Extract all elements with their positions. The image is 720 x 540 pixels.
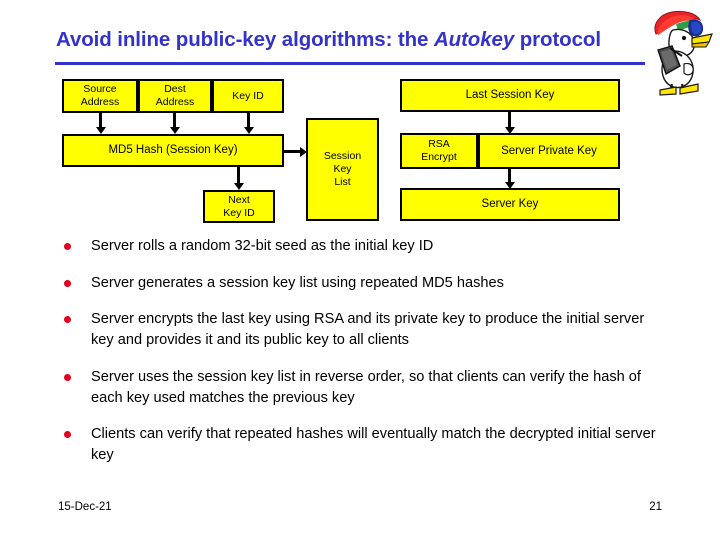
box-next-key-id-label: Next Key ID: [223, 193, 255, 219]
title-text-italic: Autokey: [433, 28, 515, 51]
box-md5-hash: MD5 Hash (Session Key): [62, 134, 284, 167]
box-last-session-key: Last Session Key: [400, 79, 620, 112]
bullet-dot-icon: [64, 243, 71, 250]
page-title: Avoid inline public-key algorithms: the …: [56, 26, 626, 53]
box-rsa-encrypt-label: RSA Encrypt: [421, 138, 457, 163]
list-item-text: Server uses the session key list in reve…: [91, 368, 641, 406]
list-item-text: Server encrypts the last key using RSA a…: [91, 311, 645, 349]
list-item-text: Server generates a session key list usin…: [91, 274, 504, 291]
title-divider: [55, 62, 645, 65]
box-session-key-list-label: Session Key List: [323, 150, 362, 188]
box-server-key-label: Server Key: [481, 198, 539, 211]
box-session-key-list: Session Key List: [306, 118, 379, 221]
box-dest-address: Dest Address: [138, 79, 212, 113]
box-server-private-key-label: Server Private Key: [501, 144, 597, 157]
box-md5-hash-label: MD5 Hash (Session Key): [108, 144, 238, 157]
bullet-dot-icon: [64, 279, 71, 287]
bullet-dot-icon: [64, 316, 71, 324]
list-item: Clients can verify that repeated hashes …: [56, 424, 656, 465]
list-item-text: Server rolls a random 32-bit seed as the…: [91, 238, 434, 254]
footer-page-number: 21: [649, 501, 662, 513]
box-source-address: Source Address: [62, 79, 138, 113]
arrow-keyid-to-md5: [243, 113, 254, 134]
box-server-private-key: Server Private Key: [478, 133, 620, 169]
bullet-list: Server rolls a random 32-bit seed as the…: [56, 236, 656, 482]
arrow-md5-to-next-key-id: [233, 167, 244, 190]
arrow-md5-to-session-key-list: [284, 146, 307, 157]
box-source-address-label: Source Address: [80, 83, 120, 108]
box-rsa-encrypt: RSA Encrypt: [400, 133, 478, 169]
title-text-tail: protocol: [514, 28, 601, 51]
box-last-session-key-label: Last Session Key: [465, 89, 555, 102]
bullet-dot-icon: [64, 373, 71, 381]
title-text-main: Avoid inline public-key algorithms: the: [56, 28, 434, 51]
arrow-dest-to-md5: [169, 113, 180, 134]
box-key-id: Key ID: [212, 79, 284, 113]
list-item: Server rolls a random 32-bit seed as the…: [56, 236, 656, 257]
autokey-protocol-diagram: Source Address Dest Address Key ID MD5 H…: [0, 0, 720, 235]
box-server-key: Server Key: [400, 188, 620, 221]
arrow-source-to-md5: [95, 113, 106, 134]
footer-date: 15-Dec-21: [58, 501, 112, 513]
list-item-text: Clients can verify that repeated hashes …: [91, 426, 656, 464]
box-next-key-id: Next Key ID: [203, 190, 275, 223]
arrow-last-session-key-to-rsa: [504, 112, 515, 134]
list-item: Server generates a session key list usin…: [56, 273, 656, 294]
list-item: Server encrypts the last key using RSA a…: [56, 309, 656, 350]
box-key-id-label: Key ID: [232, 89, 264, 102]
arrow-rsa-to-server-key: [504, 169, 515, 189]
bullet-dot-icon: [64, 431, 71, 439]
list-item: Server uses the session key list in reve…: [56, 367, 656, 408]
woodpecker-mascot-icon: [654, 10, 713, 96]
box-dest-address-label: Dest Address: [155, 83, 195, 108]
